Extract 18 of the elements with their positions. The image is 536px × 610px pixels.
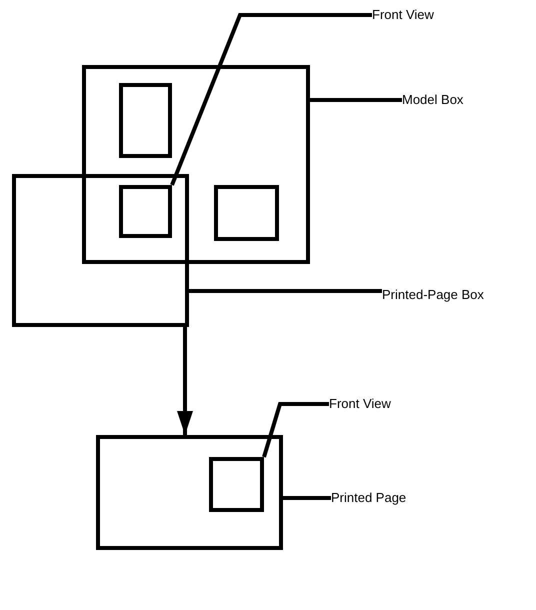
printed-page-box (12, 174, 189, 327)
model-box (82, 65, 310, 264)
leader-line (262, 402, 329, 458)
leader-line (170, 13, 372, 186)
front-view-box (209, 457, 264, 512)
callout-label: Front View (372, 6, 434, 24)
arrow (177, 327, 193, 435)
leader-line (310, 98, 402, 102)
leader-line (283, 496, 331, 500)
printed-page-box (96, 435, 283, 550)
callout-label: Model Box (402, 91, 464, 109)
view-box (119, 83, 172, 158)
callout-label: Printed Page (331, 489, 406, 507)
front-view-box (119, 185, 172, 238)
leader-line (189, 289, 382, 293)
view-box (214, 185, 279, 241)
callout-label: Printed-Page Box (382, 286, 484, 304)
callout-label: Front View (329, 395, 391, 413)
